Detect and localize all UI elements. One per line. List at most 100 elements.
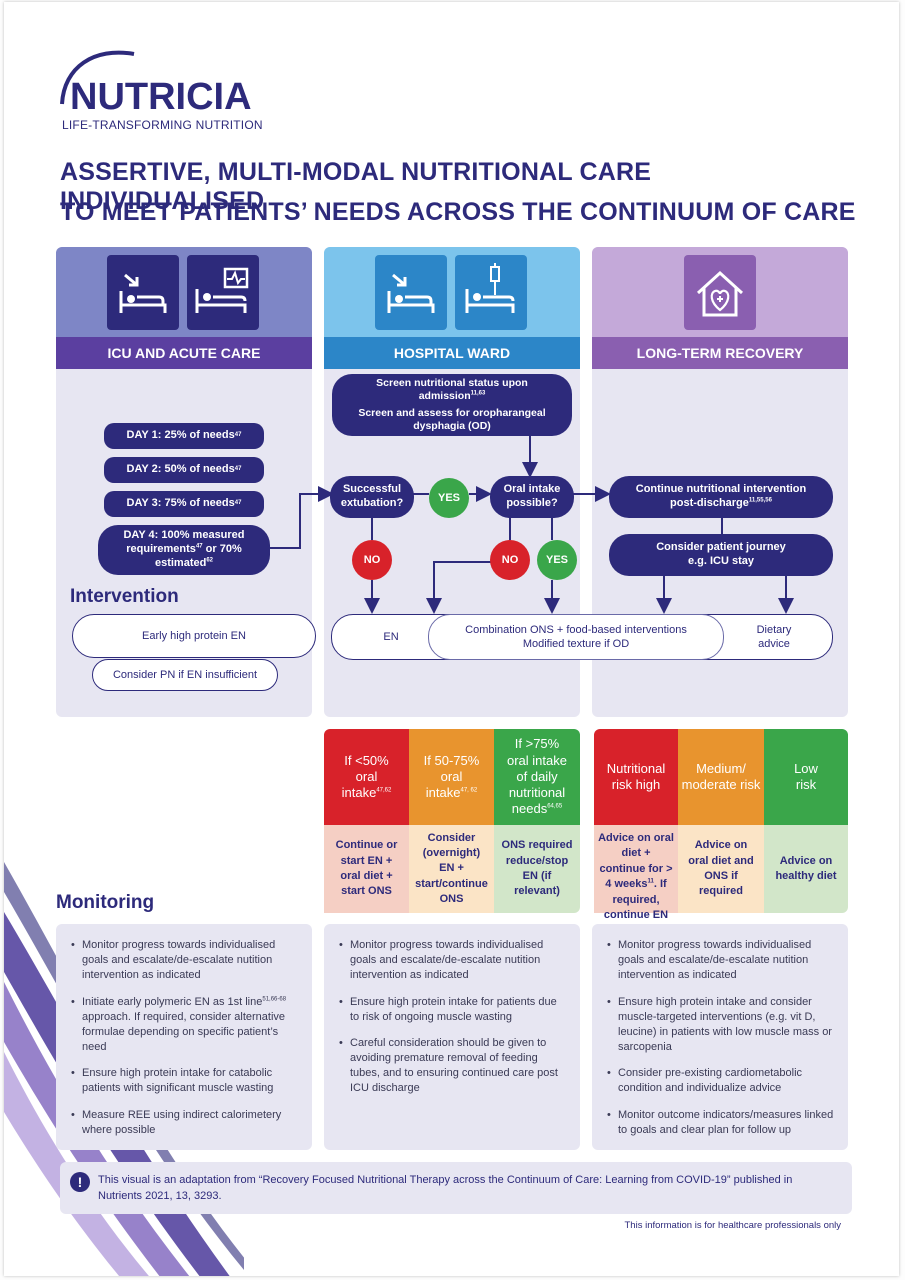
risk-header-high: Nutritional risk high bbox=[594, 729, 678, 825]
h1b: oral bbox=[355, 768, 378, 784]
intake-header-high: If >75% oral intake of daily nutritional… bbox=[494, 729, 580, 825]
monitoring-ward-panel: Monitor progress towards individualised … bbox=[324, 924, 580, 1150]
ref: 11,55,56 bbox=[748, 497, 772, 504]
m2b: approach. If required, consider alternat… bbox=[82, 1010, 286, 1054]
h1a: If <50% bbox=[344, 752, 389, 768]
intake-header-mid: If 50-75% oral intake47, 62 bbox=[409, 729, 494, 825]
screen-nutritional-status-box: Screen nutritional status upon admission… bbox=[332, 374, 572, 436]
h2b: oral bbox=[440, 768, 463, 784]
extubation-line2: extubation? bbox=[340, 497, 404, 509]
dietary-line1: Dietary bbox=[756, 623, 792, 636]
h2a: If 50-75% bbox=[423, 752, 480, 768]
rb1b: . If required, continue EN bbox=[603, 878, 669, 921]
en-label: EN bbox=[383, 631, 399, 643]
journey-line1: Consider patient journey bbox=[656, 541, 786, 554]
ref: 47 bbox=[195, 543, 203, 550]
monitoring-recovery-item: Monitor progress towards individualised … bbox=[607, 938, 834, 984]
oral-intake-question: Oral intake possible? bbox=[490, 476, 574, 518]
ref: 47, 62 bbox=[460, 787, 478, 794]
combo-line1: Combination ONS + food-based interventio… bbox=[465, 623, 687, 636]
oral-line1: Oral intake bbox=[503, 483, 561, 496]
ref: 11 bbox=[647, 878, 654, 885]
h3a: If >75% bbox=[514, 736, 560, 752]
yes-circle-oral: YES bbox=[537, 540, 577, 580]
bed-monitor-icon bbox=[187, 255, 259, 330]
icu-label: ICU AND ACUTE CARE bbox=[56, 337, 312, 369]
source-note: ! This visual is an adaptation from “Rec… bbox=[60, 1162, 852, 1214]
r1b: risk high bbox=[611, 777, 661, 792]
screen2-text: Screen and assess for oropharangeal dysp… bbox=[358, 406, 546, 432]
bed-arrow-icon bbox=[107, 255, 179, 330]
icu-day4-line1: DAY 4: 100% measured bbox=[123, 529, 245, 542]
no-circle-extubation: NO bbox=[352, 540, 392, 580]
icu-day4-line2: requirements bbox=[126, 543, 196, 556]
monitoring-icu-item: Initiate early polymeric EN as 1st line5… bbox=[71, 995, 298, 1056]
h1c: intake bbox=[341, 785, 377, 801]
intake-body-low: Continue or start EN + oral diet + start… bbox=[324, 825, 409, 913]
extubation-line1: Successful bbox=[342, 483, 402, 496]
monitoring-ward-item: Ensure high protein intake for patients … bbox=[339, 995, 566, 1025]
icu-day4-pill: DAY 4: 100% measured requirements47 or 7… bbox=[98, 525, 270, 575]
monitoring-icu-item: Monitor progress towards individualised … bbox=[71, 938, 298, 984]
rb1a: Advice on oral diet + continue for > 4 w… bbox=[598, 832, 674, 891]
brand-name: NUTRICIA bbox=[70, 76, 252, 118]
monitoring-recovery-item: Ensure high protein intake and consider … bbox=[607, 995, 834, 1056]
logo-arc-icon bbox=[60, 50, 135, 105]
source-note-text: This visual is an adaptation from “Recov… bbox=[98, 1174, 793, 1202]
monitoring-recovery-item: Consider pre-existing cardiometabolic co… bbox=[607, 1066, 834, 1096]
ref: 47 bbox=[234, 466, 242, 473]
page-title-line1: ASSERTIVE, MULTI-MODAL NUTRITIONAL CARE … bbox=[60, 158, 652, 215]
ref: 11,63 bbox=[470, 390, 486, 397]
m2a: Initiate early polymeric EN as 1st line bbox=[82, 995, 263, 1008]
page-title-line2: TO MEET PATIENTS’ NEEDS ACROSS THE CONTI… bbox=[60, 198, 856, 226]
bed-drip-icon bbox=[455, 255, 527, 330]
flow-connectors bbox=[270, 435, 794, 614]
risk-body-high: Advice on oral diet + continue for > 4 w… bbox=[594, 825, 678, 921]
intake-body-high: ONS required reduce/stop EN (if relevant… bbox=[494, 825, 580, 913]
extubation-question: Successful extubation? bbox=[330, 476, 414, 518]
combo-line2: Modified texture if OD bbox=[522, 638, 630, 650]
home-heart-icon bbox=[684, 255, 756, 330]
early-high-protein-en: Early high protein EN bbox=[72, 614, 316, 658]
icu-header bbox=[56, 247, 312, 337]
risk-body-low: Advice on healthy diet bbox=[764, 825, 848, 913]
brand-tagline: LIFE-TRANSFORMING NUTRITION bbox=[62, 118, 263, 132]
consider-pn: Consider PN if EN insufficient bbox=[92, 659, 278, 691]
icu-day1-text: DAY 1: 25% of needs bbox=[126, 429, 235, 442]
risk-body-medium: Advice on oral diet and ONS if required bbox=[678, 825, 764, 913]
ward-header bbox=[324, 247, 580, 337]
h3d: nutritional bbox=[508, 785, 566, 801]
monitoring-icu-item: Ensure high protein intake for catabolic… bbox=[71, 1066, 298, 1096]
risk-header-low: Low risk bbox=[764, 729, 848, 825]
ref: 47,62 bbox=[376, 787, 392, 794]
monitoring-recovery-panel: Monitor progress towards individualised … bbox=[592, 924, 848, 1150]
intake-header-low: If <50% oral intake47,62 bbox=[324, 729, 409, 825]
combination-ons-pill: Combination ONS + food-based interventio… bbox=[428, 614, 724, 660]
monitoring-ward-item: Careful consideration should be given to… bbox=[339, 1036, 566, 1097]
page-sheet: NUTRICIA LIFE-TRANSFORMING NUTRITION ASS… bbox=[4, 2, 899, 1276]
continue-line1: Continue nutritional intervention bbox=[635, 483, 807, 496]
ref: 51,66-68 bbox=[262, 995, 287, 1002]
icu-day4-line3: estimated bbox=[154, 556, 207, 569]
dietary-advice: Dietary advice bbox=[724, 614, 824, 660]
journey-line2: e.g. ICU stay bbox=[687, 555, 755, 567]
ward-label: HOSPITAL WARD bbox=[324, 337, 580, 369]
intervention-heading: Intervention bbox=[70, 586, 179, 607]
r3a: Low bbox=[794, 760, 818, 776]
monitoring-icu-panel: Monitor progress towards individualised … bbox=[56, 924, 312, 1150]
r3b: risk bbox=[795, 777, 817, 792]
dietary-line2: advice bbox=[758, 638, 790, 650]
h2c: intake bbox=[425, 785, 461, 801]
decorative-swoosh bbox=[4, 862, 244, 1276]
h3e: needs bbox=[511, 801, 548, 817]
ref: 64,65 bbox=[547, 804, 563, 811]
oral-line2: possible? bbox=[506, 497, 558, 509]
screen1-text: Screen nutritional status upon admission bbox=[376, 377, 528, 403]
info-exclamation-icon: ! bbox=[70, 1172, 90, 1192]
intake-body-mid: Consider (overnight) EN + start/continue… bbox=[409, 825, 494, 913]
monitoring-ward-item: Monitor progress towards individualised … bbox=[339, 938, 566, 984]
yes-circle-extubation: YES bbox=[429, 478, 469, 518]
icu-day3-text: DAY 3: 75% of needs bbox=[126, 497, 235, 510]
